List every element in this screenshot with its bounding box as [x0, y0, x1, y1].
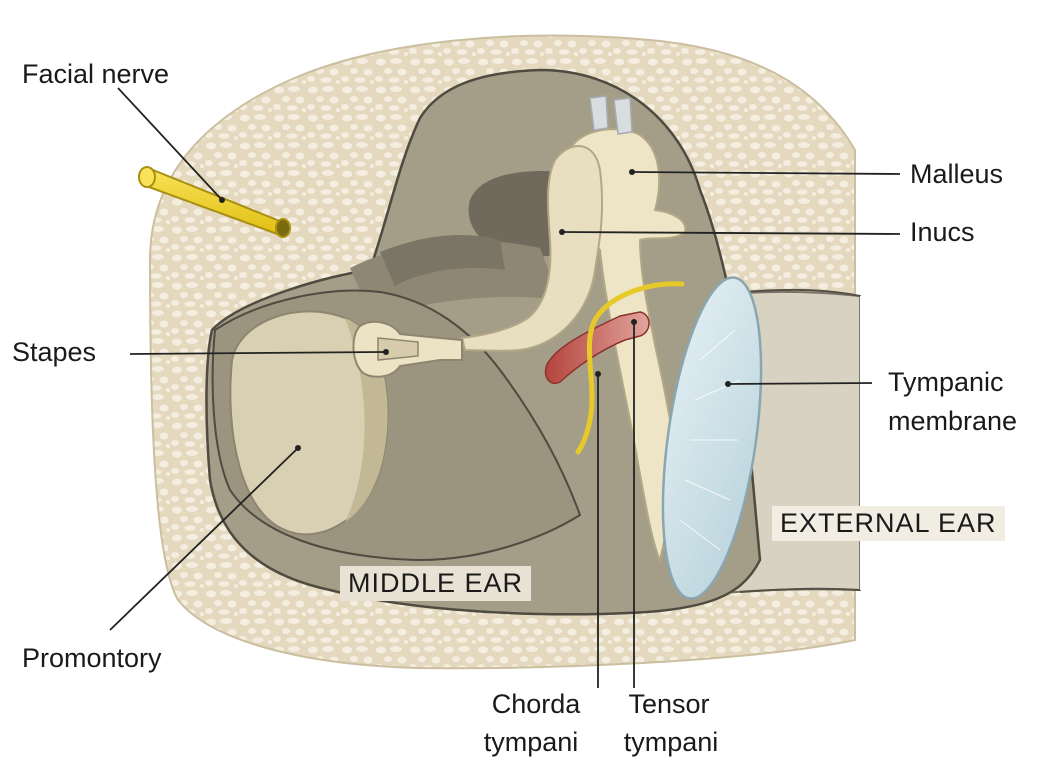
tensor-tympani-label-line2: tympani	[612, 726, 730, 758]
external-canal-white	[860, 296, 1056, 590]
incus-label: Inucs	[910, 216, 975, 248]
middle-ear-region-label: MIDDLE EAR	[340, 566, 531, 601]
facial-nerve-label: Facial nerve	[22, 58, 169, 90]
stapes-arch	[378, 338, 418, 360]
tensor-tympani-label-line1: Tensor	[616, 688, 722, 720]
chorda-tympani-label-line1: Chorda	[482, 688, 590, 720]
ossicle-ligament-2	[614, 98, 632, 134]
tympanic-leader	[728, 383, 872, 384]
external-ear-region-label: EXTERNAL EAR	[772, 506, 1005, 541]
tympanic-membrane-label-line1: Tympanic	[888, 366, 1004, 398]
ossicle-ligament-1	[590, 96, 608, 130]
stapes-label: Stapes	[12, 336, 96, 368]
malleus-label: Malleus	[910, 158, 1003, 190]
chorda-tympani-label-line2: tympani	[472, 726, 590, 758]
promontory-label: Promontory	[22, 642, 162, 674]
tympanic-membrane-label-line2: membrane	[888, 405, 1017, 437]
